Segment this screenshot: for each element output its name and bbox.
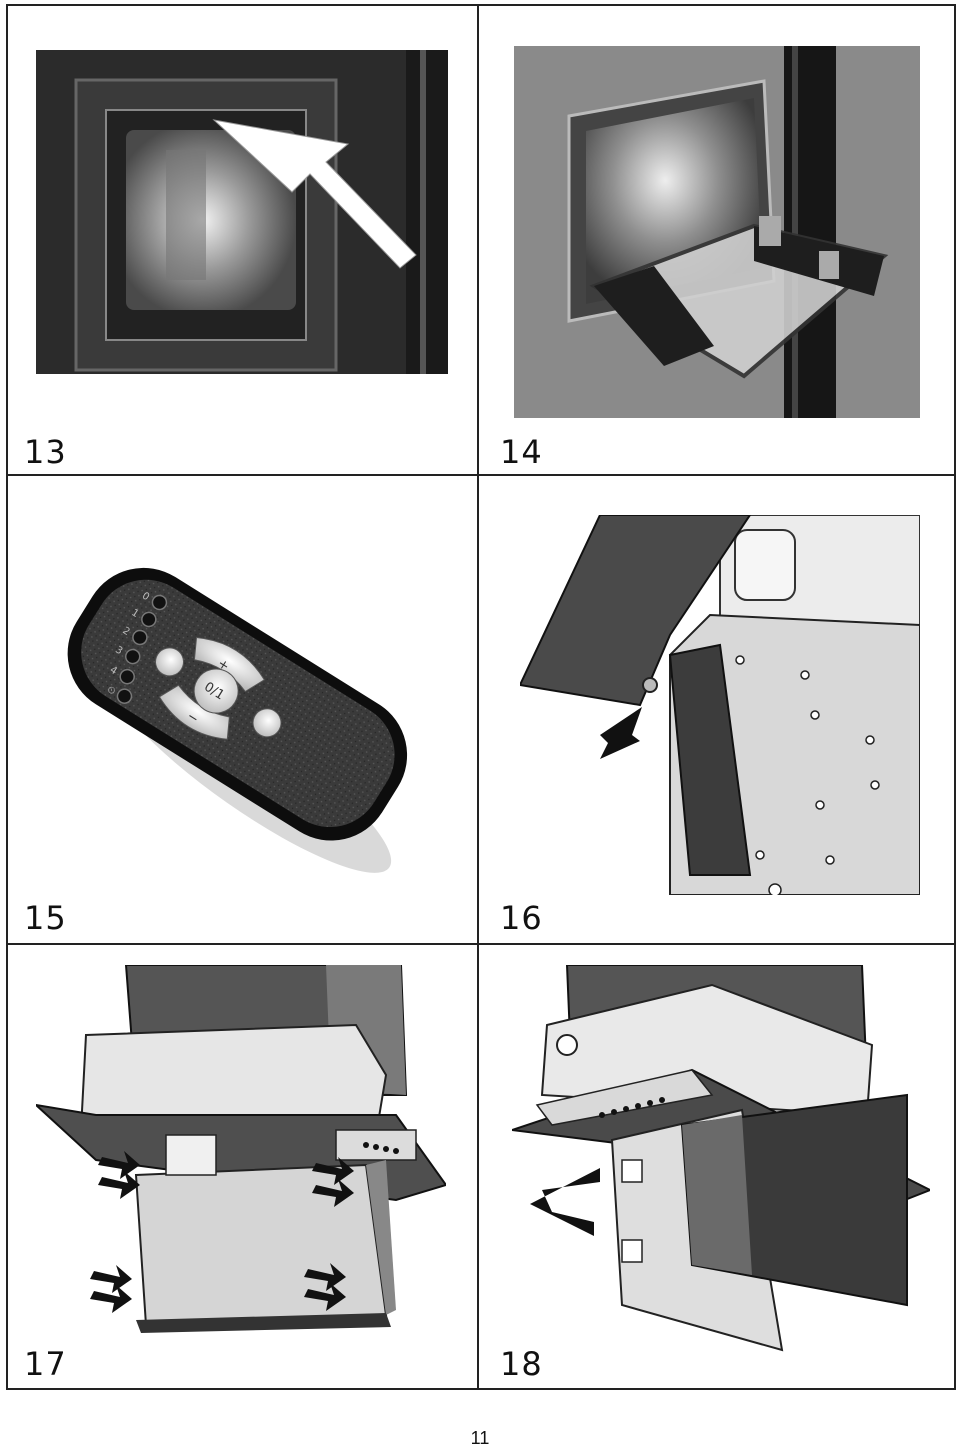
grid-divider-row1 [6,474,956,476]
remote-label-4: 4 [108,665,119,678]
figure-15-image: 0 1 2 3 4 ⏲ 0/1 + − [50,520,430,900]
figure-15-number: 15 [24,899,67,937]
figure-16-image [520,515,920,895]
figure-18-image [512,965,930,1357]
speed-up-button[interactable] [186,629,270,697]
timer-button[interactable] [248,703,287,742]
remote-label-1: 1 [129,607,140,620]
light-button[interactable] [150,643,189,682]
figure-grid [6,4,956,1390]
figure-14-image [514,46,920,418]
remote-label-3: 3 [113,644,124,657]
remote-label-0: 0 [140,590,151,603]
grid-divider-row2 [6,943,956,945]
grid-divider-vertical [477,4,479,1390]
figure-17-image [36,965,446,1337]
power-button[interactable] [186,661,247,722]
figure-13-image [36,50,448,374]
figure-18-number: 18 [500,1345,543,1383]
figure-16-number: 16 [500,899,543,937]
remote-label-2: 2 [120,625,131,638]
figure-14-number: 14 [500,433,543,471]
figure-13-number: 13 [24,433,67,471]
page-number: 11 [470,1428,490,1448]
speed-down-button[interactable] [154,680,238,748]
figure-17-number: 17 [24,1345,67,1383]
